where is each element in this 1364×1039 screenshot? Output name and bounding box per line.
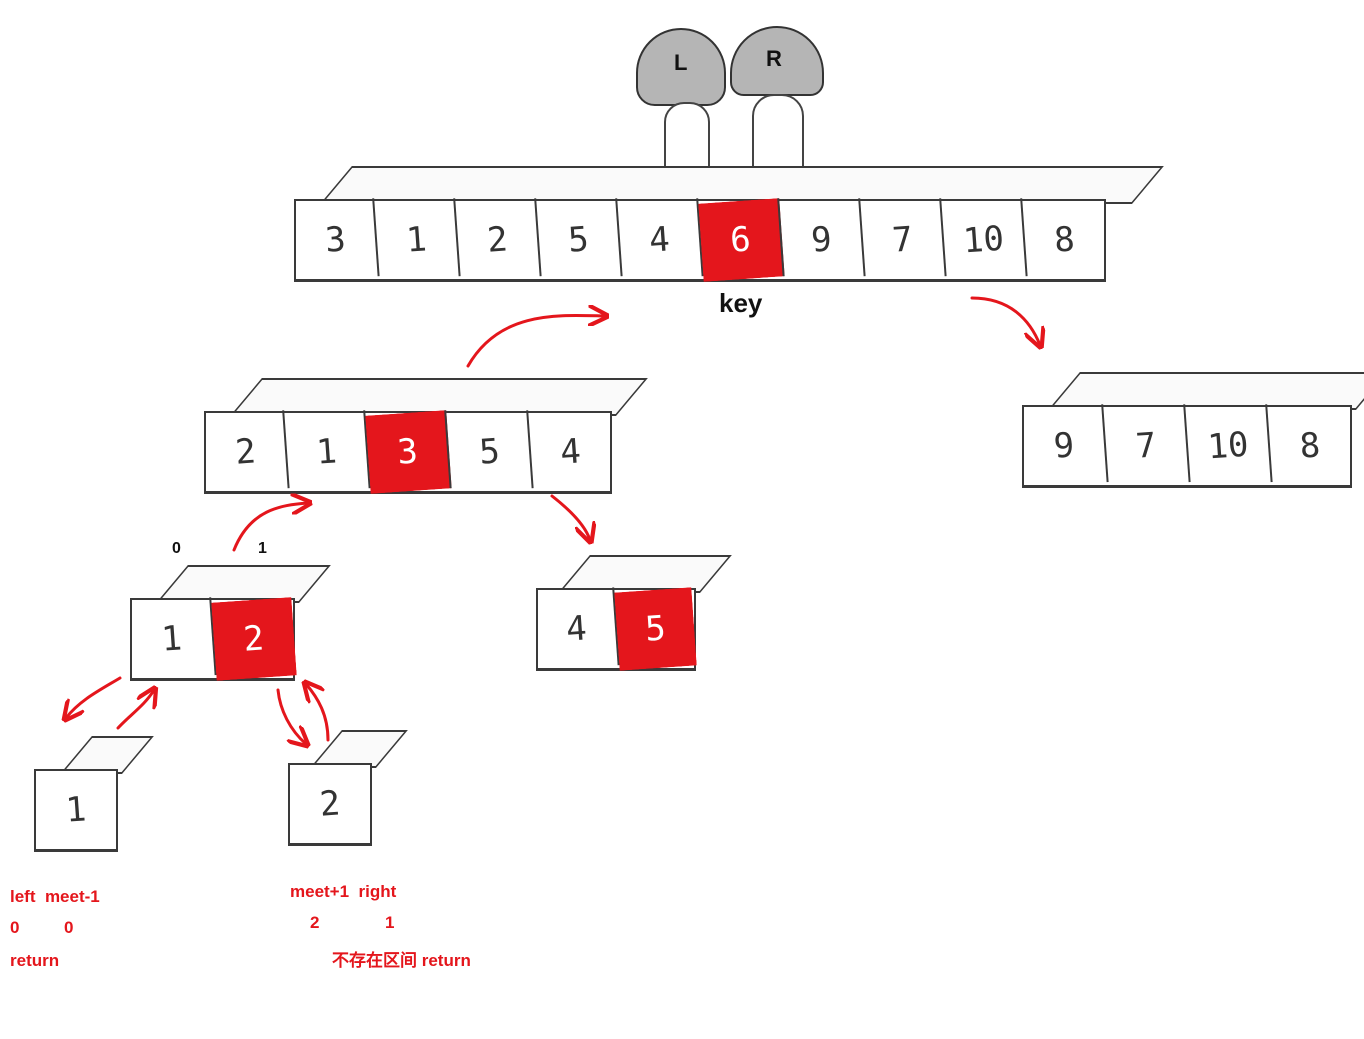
helmet-l-letter: L <box>674 50 688 75</box>
helmet-r-icon <box>730 26 824 96</box>
top-array-cells: 3 1 2 5 4 6 9 7 10 8 <box>293 198 1106 282</box>
left-subarray-cells: 2 1 3 5 4 <box>203 410 612 494</box>
leaf-right-cells: 2 <box>288 763 372 846</box>
leaf-right: 2 <box>288 730 408 846</box>
right-header: meet+1 right <box>290 882 397 901</box>
index-label-0: 0 <box>172 540 181 557</box>
arrow-return-top <box>466 315 605 368</box>
level3-right-array: 4 5 <box>535 555 732 671</box>
left-return: return <box>10 951 60 970</box>
right-subarray: 9 7 10 8 <box>1021 372 1364 488</box>
key-label: key <box>719 288 763 318</box>
arrow-return-leaf-right <box>306 684 330 742</box>
left-header: left meet-1 <box>10 887 100 906</box>
arrow-to-right-sub <box>970 296 1040 345</box>
arrow-return-leaf-left <box>116 690 154 730</box>
level3-left-cells: 1 2 <box>129 597 296 681</box>
arrow-to-leaf-left <box>66 676 122 718</box>
arrow-to-leaf-right <box>276 688 306 744</box>
right-value-b: 1 <box>385 913 395 932</box>
helmet-l-icon <box>636 28 726 106</box>
right-value-a: 2 <box>310 913 320 932</box>
arrow-to-level3-right <box>550 494 590 540</box>
left-value-a: 0 <box>10 918 20 937</box>
helmet-r-letter: R <box>766 46 782 71</box>
leaf-left: 1 <box>34 736 154 852</box>
left-subarray: 2 1 3 5 4 <box>203 378 648 494</box>
arrow-return-left-sub <box>232 503 308 552</box>
level3-right-cells: 4 5 <box>535 587 697 671</box>
character-l: L <box>630 24 730 184</box>
top-array: 3 1 2 5 4 6 9 7 10 8 <box>293 166 1164 282</box>
leaf-left-cells: 1 <box>34 769 118 852</box>
right-note: 不存在区间 return <box>332 951 471 970</box>
right-subarray-cells: 9 7 10 8 <box>1021 404 1352 488</box>
index-label-1: 1 <box>258 540 267 557</box>
left-value-b: 0 <box>64 918 74 937</box>
level3-left-array: 1 2 <box>129 565 331 681</box>
